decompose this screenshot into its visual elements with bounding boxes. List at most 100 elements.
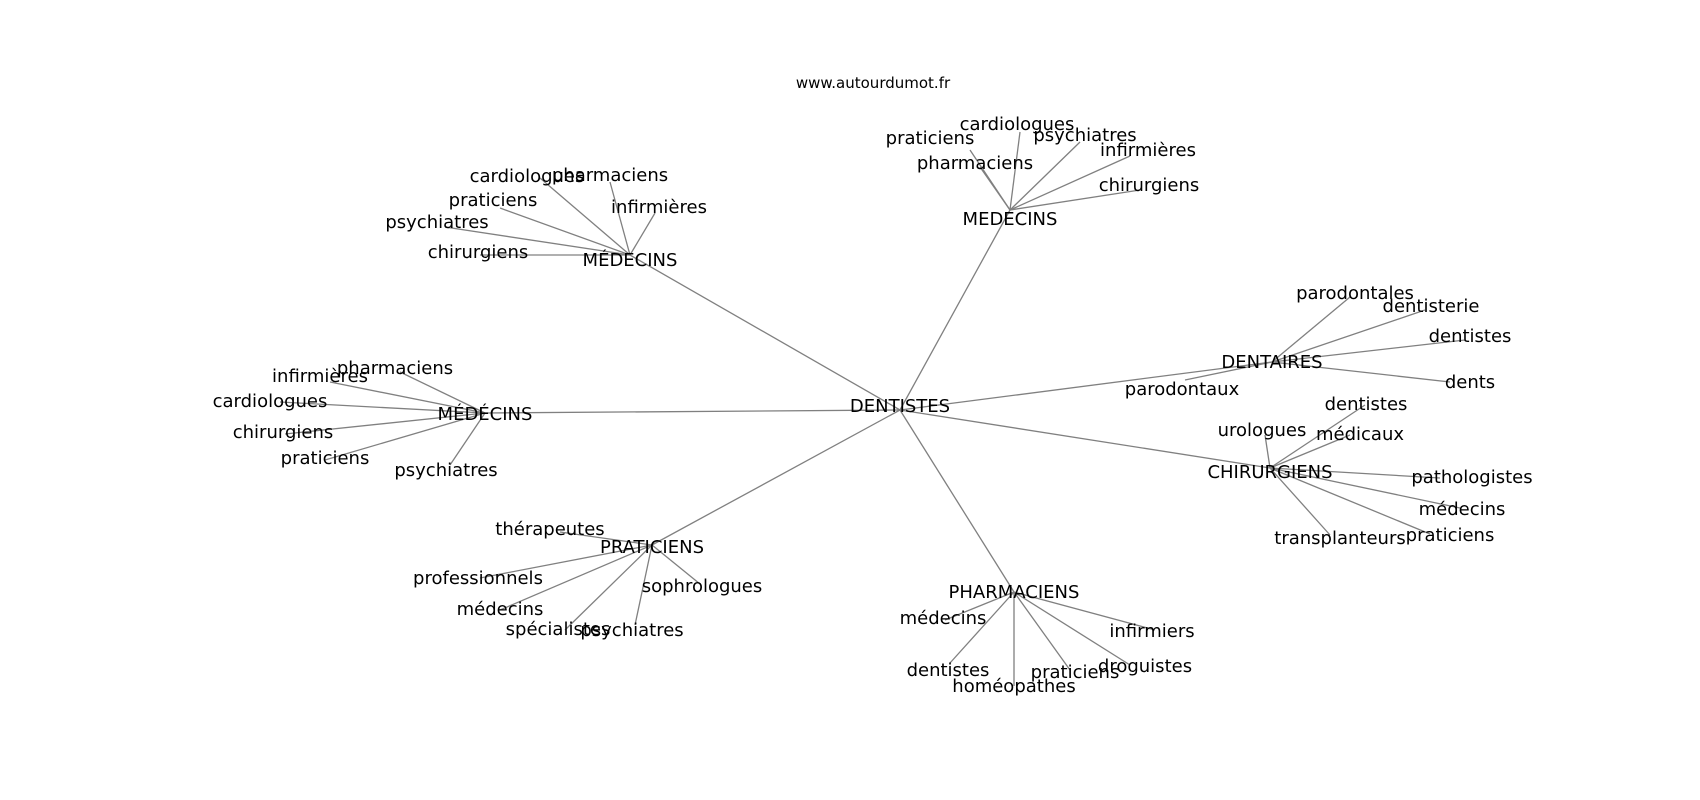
edge-praticiens-leaf-1 — [479, 544, 653, 579]
edge-medecins_upper_left-leaf-4 — [444, 226, 631, 256]
edge-center-to-pharmaciens — [899, 409, 1015, 593]
edge-chirurgiens-leaf-4 — [1269, 467, 1461, 509]
group-node-label: DENTAIRES — [1221, 352, 1322, 373]
leaf-node-label: thérapeutes — [495, 519, 604, 540]
edge-praticiens-leaf-5 — [651, 544, 701, 585]
edge-pharmaciens-leaf-5 — [1013, 591, 1156, 631]
leaf-node-label: sophrologues — [642, 576, 763, 597]
edge-medecins_top-leaf-2 — [1009, 141, 1081, 211]
leaf-node-label: pathologistes — [1411, 467, 1532, 488]
edge-chirurgiens-leaf-5 — [1269, 467, 1431, 535]
edge-pharmaciens-leaf-4 — [1013, 591, 1131, 666]
leaf-node-label: praticiens — [1031, 662, 1120, 683]
edge-praticiens-leaf-3 — [564, 544, 653, 631]
leaf-node-label: praticiens — [886, 128, 975, 149]
group-node-label: PHARMACIENS — [949, 582, 1080, 603]
leaf-node-label: médicaux — [1316, 424, 1404, 445]
source-label: www.autourdumot.fr — [796, 74, 951, 92]
leaf-node-label: infirmières — [1100, 140, 1196, 161]
edge-dentaires-leaf-3 — [1271, 361, 1451, 383]
edge-medecins_top-leaf-1 — [1009, 131, 1021, 211]
leaf-node-label: praticiens — [1406, 525, 1495, 546]
leaf-node-label: médecins — [1419, 499, 1506, 520]
leaf-node-label: chirurgiens — [428, 242, 529, 263]
edge-medecins_top-leaf-3 — [1009, 155, 1131, 211]
group-node-label: PRATICIENS — [600, 537, 704, 558]
edge-medecins_left-leaf-0 — [399, 371, 486, 414]
edge-medecins_left-leaf-3 — [284, 412, 486, 435]
leaf-node-label: infirmières — [272, 366, 368, 387]
leaf-node-label: transplanteurs — [1274, 528, 1405, 549]
edge-dentaires-leaf-1 — [1271, 309, 1426, 363]
edge-dentaires-leaf-0 — [1271, 296, 1351, 363]
graph-labels: DENTISTES MEDECINSpraticienscardiologues… — [213, 114, 1533, 697]
graph-edges — [279, 131, 1466, 686]
edge-medecins_upper_left-leaf-1 — [609, 181, 631, 256]
leaf-node-label: infirmiers — [1109, 621, 1194, 642]
leaf-node-label: médecins — [457, 599, 544, 620]
leaf-node-label: praticiens — [449, 190, 538, 211]
edge-center-to-dentaires — [899, 361, 1273, 411]
edge-praticiens-leaf-0 — [559, 531, 653, 546]
leaf-node-label: professionnels — [413, 568, 543, 589]
edge-medecins_upper_left-leaf-3 — [629, 212, 656, 256]
leaf-node-label: chirurgiens — [1099, 175, 1200, 196]
edge-center-to-medecins_upper_left — [629, 254, 901, 411]
edge-center-to-chirurgiens — [899, 409, 1271, 469]
edge-medecins_top-leaf-5 — [1009, 189, 1141, 211]
leaf-node-label: infirmières — [611, 197, 707, 218]
leaf-node-label: psychiatres — [385, 212, 488, 233]
edge-center-to-praticiens — [651, 409, 901, 546]
edge-medecins_left-leaf-2 — [279, 401, 486, 414]
leaf-node-label: dentistes — [1429, 326, 1512, 347]
edge-pharmaciens-leaf-0 — [944, 591, 1015, 621]
group-node-label: MEDECINS — [963, 209, 1058, 230]
edge-medecins_upper_left-leaf-0 — [539, 177, 631, 256]
edge-dentaires-leaf-2 — [1271, 339, 1466, 363]
center-node-label: DENTISTES — [850, 396, 950, 417]
leaf-node-label: spécialistes — [506, 619, 611, 640]
edge-center-to-medecins_left — [484, 409, 901, 414]
leaf-node-label: praticiens — [281, 448, 370, 469]
leaf-node-label: pharmaciens — [337, 358, 453, 379]
leaf-node-label: dentisterie — [1383, 296, 1480, 317]
edge-pharmaciens-leaf-1 — [949, 591, 1015, 664]
leaf-node-label: dentistes — [907, 660, 990, 681]
group-node-label: MÉDÉCINS — [438, 403, 533, 425]
leaf-node-label: pharmaciens — [917, 153, 1033, 174]
edge-praticiens-leaf-4 — [634, 544, 653, 626]
leaf-node-label: pharmaciens — [552, 165, 668, 186]
leaf-node-label: psychiatres — [580, 620, 683, 641]
leaf-node-label: parodontales — [1296, 283, 1414, 304]
edge-chirurgiens-leaf-3 — [1269, 467, 1441, 479]
edge-medecins_left-leaf-5 — [449, 412, 486, 466]
leaf-node-label: psychiatres — [394, 460, 497, 481]
edge-medecins_top-leaf-4 — [979, 166, 1011, 211]
edge-medecins_upper_left-leaf-2 — [499, 207, 631, 256]
edge-chirurgiens-leaf-2 — [1269, 404, 1366, 469]
leaf-node-label: dentistes — [1325, 394, 1408, 415]
leaf-node-label: dents — [1445, 372, 1495, 393]
leaf-node-label: cardiologues — [213, 391, 328, 412]
group-node-label: CHIRURGIENS — [1207, 462, 1332, 483]
leaf-node-label: chirurgiens — [233, 422, 334, 443]
edge-chirurgiens-leaf-0 — [1264, 434, 1271, 469]
edge-pharmaciens-leaf-3 — [1013, 591, 1071, 671]
leaf-node-label: psychiatres — [1033, 125, 1136, 146]
leaf-node-label: cardiologues — [960, 114, 1075, 135]
leaf-node-label: droguistes — [1098, 656, 1192, 677]
edge-medecins_left-leaf-4 — [324, 412, 486, 461]
edge-chirurgiens-leaf-1 — [1269, 434, 1351, 469]
group-node-label: MÉDECINS — [583, 249, 678, 271]
leaf-node-label: médecins — [900, 608, 987, 629]
leaf-node-label: urologues — [1218, 420, 1307, 441]
leaf-node-label: cardiologues — [470, 166, 585, 187]
edge-medecins_left-leaf-1 — [329, 381, 486, 414]
leaf-node-label: homéopathes — [952, 676, 1075, 697]
edge-praticiens-leaf-2 — [499, 544, 653, 611]
edge-chirurgiens-leaf-6 — [1269, 467, 1331, 536]
edge-center-to-medecins_top — [899, 209, 1011, 411]
edge-dentaires-leaf-4 — [1184, 361, 1273, 381]
leaf-node-label: parodontaux — [1125, 379, 1240, 400]
